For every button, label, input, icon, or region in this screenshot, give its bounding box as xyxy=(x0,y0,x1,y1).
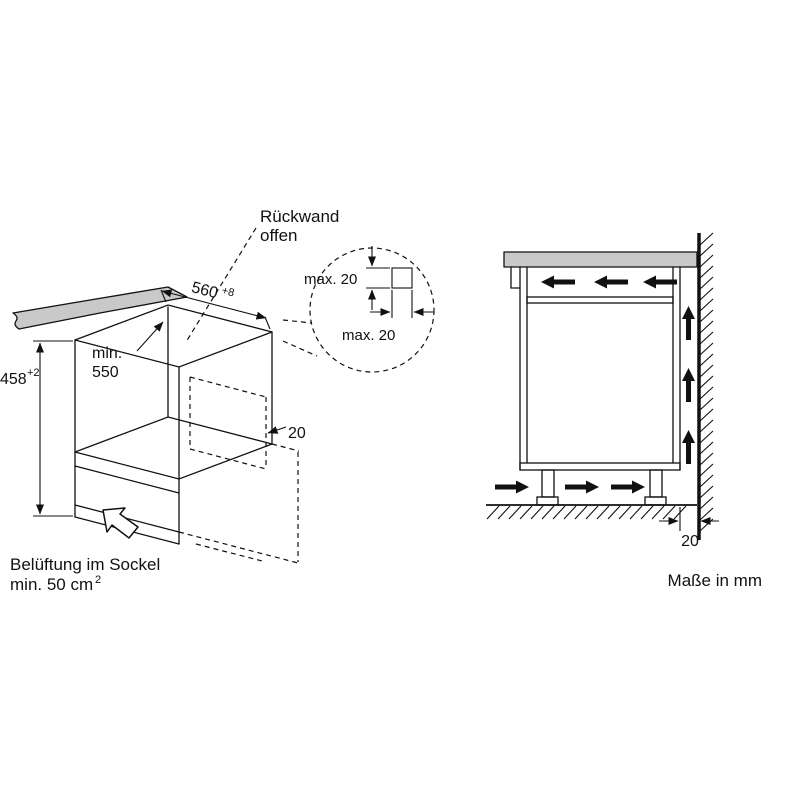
units-note: Maße in mm xyxy=(668,571,762,590)
floor-hatching xyxy=(486,505,687,520)
cabinet-foot-right-plate xyxy=(644,496,667,506)
airflow-up-arrow-3 xyxy=(682,430,695,464)
vent-note-superscript: 2 xyxy=(95,574,101,586)
niche-floor-front-right-edges xyxy=(74,443,273,480)
detail-magnifier-view: max. 20 max. 20 xyxy=(304,246,435,373)
height-dim-value: 458 xyxy=(0,371,27,388)
airflow-left-arrow-1 xyxy=(541,275,575,289)
countertop-section xyxy=(503,251,698,268)
side-section-view: 20 Maße in mm xyxy=(486,232,762,590)
vent-note-line2: min. 50 cm xyxy=(10,575,93,594)
vent-note-line1: Belüftung im Sockel xyxy=(10,555,160,574)
detail-bottom-dim-label: max. 20 xyxy=(342,327,395,344)
airflow-right-arrow-3 xyxy=(611,480,645,494)
plinth-airflow-arrow-icon xyxy=(102,507,139,539)
detail-square xyxy=(391,267,413,289)
isometric-cabinet-view: 560 +8 min. 550 458 +2 20 Rückwand offen… xyxy=(0,207,339,594)
width-dim-extension-right xyxy=(264,316,271,330)
rear-wall-leader-line xyxy=(185,227,257,343)
rear-gap-dim-value: 20 xyxy=(288,425,306,442)
cabinet-foot-left xyxy=(541,469,555,498)
depth-arrow xyxy=(136,321,164,352)
airflow-up-arrow-2 xyxy=(682,368,695,402)
cabinet-foot-right xyxy=(649,469,663,498)
wall-hatching xyxy=(699,232,714,532)
niche-floor-thickness-edge xyxy=(74,465,180,494)
airflow-up-arrow-1 xyxy=(682,306,695,340)
wall-gap-dim-value: 20 xyxy=(681,533,699,550)
cabinet-top-panel xyxy=(526,296,674,304)
depth-label-line2: 550 xyxy=(92,364,119,381)
detail-top-dim-label: max. 20 xyxy=(304,271,357,288)
airflow-right-arrow-2 xyxy=(565,480,599,494)
rear-wall-open-label-line2: offen xyxy=(260,226,298,245)
rear-wall-open-label-line1: Rückwand xyxy=(260,207,339,226)
airflow-left-arrow-3 xyxy=(643,275,677,289)
floor-dashed-extension xyxy=(271,443,300,452)
appliance-top-dashed-edge xyxy=(189,376,267,398)
plinth-dashed-extension-upper xyxy=(178,531,299,564)
width-dim-tolerance: +8 xyxy=(220,285,235,300)
width-dim-value: 560 xyxy=(190,279,220,302)
appliance-bottom-dashed-edge xyxy=(189,448,267,470)
height-dim-tolerance: +2 xyxy=(27,367,40,379)
cabinet-bottom-panel xyxy=(519,462,681,471)
airflow-left-arrow-2 xyxy=(594,275,628,289)
plinth-dashed-extension-lower xyxy=(195,543,263,562)
width-dim-line xyxy=(161,289,267,320)
airflow-right-arrow-1 xyxy=(495,480,529,494)
detail-leader-line-upper xyxy=(282,319,313,324)
cabinet-foot-left-plate xyxy=(536,496,559,506)
detail-leader-line-lower xyxy=(282,340,318,357)
depth-label-line1: min. xyxy=(92,345,122,362)
countertop-cutaway-slab xyxy=(12,286,188,330)
front-vent-baffle xyxy=(510,266,521,289)
rear-gap-arrow xyxy=(267,426,287,434)
niche-floor-left-back-edges xyxy=(74,416,273,453)
width-dim-label-group: 560 +8 xyxy=(190,279,236,302)
